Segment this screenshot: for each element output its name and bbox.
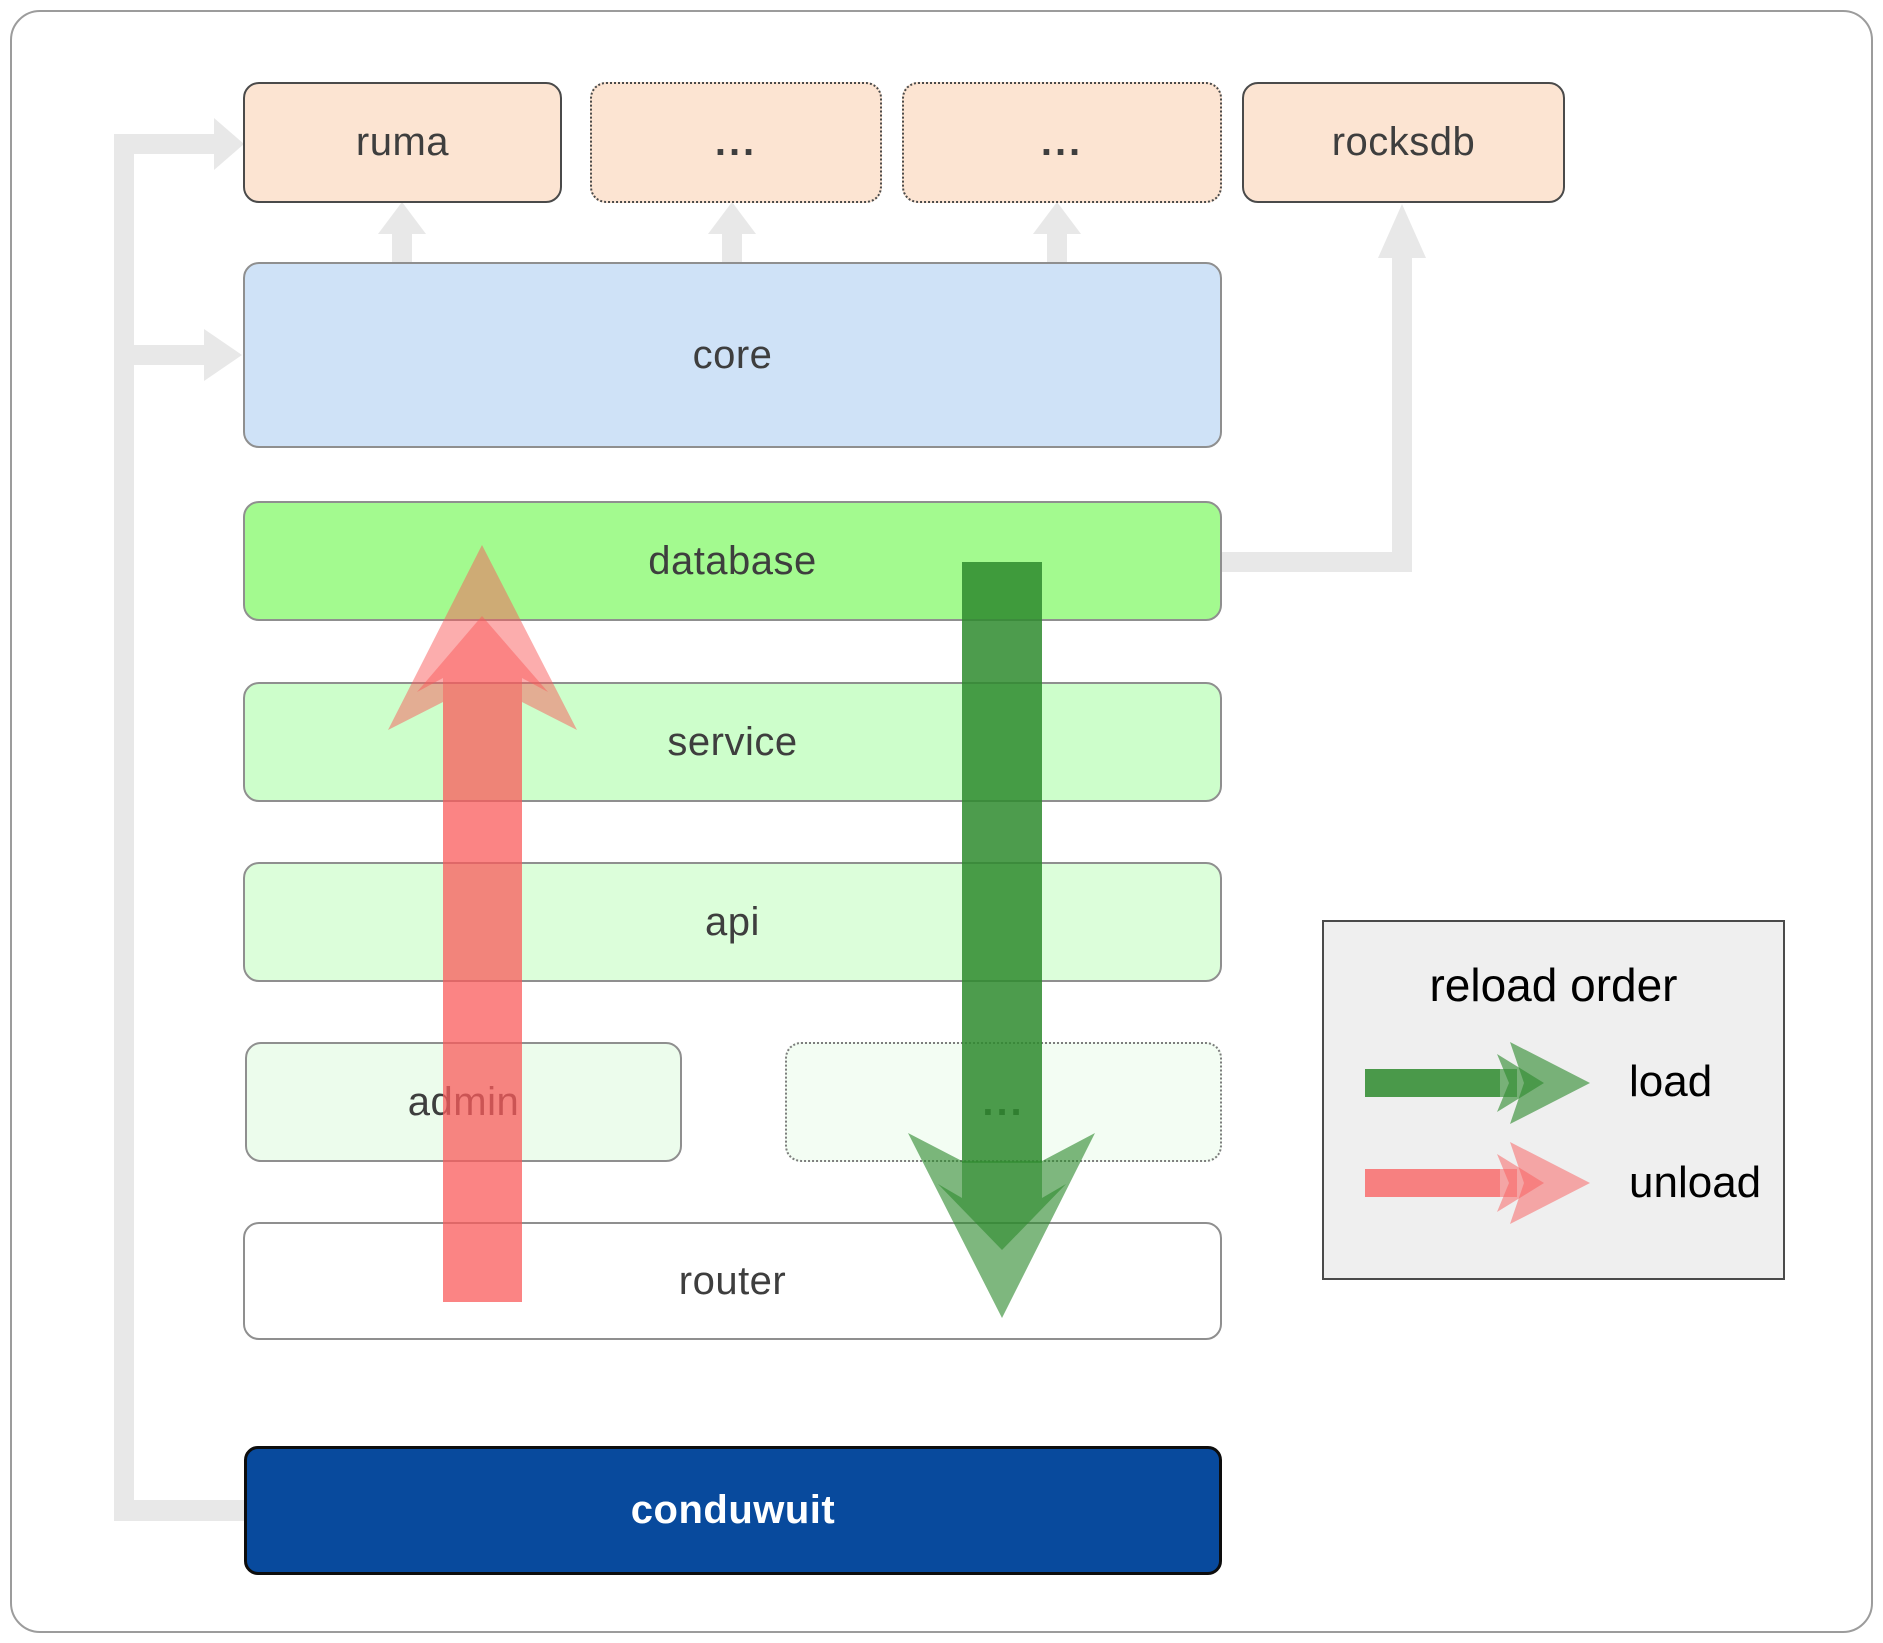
box-ruma: ruma (243, 82, 562, 203)
box-api: api (243, 862, 1222, 982)
box-router-label: router (678, 1258, 787, 1303)
box-rocksdb-label: rocksdb (1331, 120, 1476, 164)
box-admin: admin (245, 1042, 682, 1162)
legend-title: reload order (1429, 959, 1678, 1011)
box-core-label: core (692, 332, 773, 377)
box-core: core (243, 262, 1222, 448)
box-rocksdb: rocksdb (1242, 82, 1565, 203)
legend-unload-label: unload (1629, 1158, 1762, 1207)
box-router: router (243, 1222, 1222, 1340)
box-service: service (243, 682, 1222, 802)
box-admin-label: admin (407, 1079, 520, 1124)
box-dependency-more-1: ... (590, 82, 882, 203)
legend-load-arrow-icon (1365, 1042, 1590, 1124)
box-dependency-more-1-label: ... (714, 120, 758, 164)
box-dependency-more-2-label: ... (1040, 120, 1084, 164)
box-api-label: api (705, 899, 760, 944)
box-database-label: database (648, 538, 817, 583)
canvas-border (10, 10, 1873, 1633)
box-conduwuit-label: conduwuit (630, 1488, 836, 1532)
box-admin-more: ... (785, 1042, 1222, 1162)
legend: reload order load unload (1322, 920, 1785, 1280)
legend-unload-arrow-icon (1365, 1142, 1590, 1224)
legend-load-label: load (1629, 1057, 1713, 1106)
box-admin-more-label: ... (982, 1079, 1025, 1124)
box-service-label: service (667, 719, 798, 764)
box-dependency-more-2: ... (902, 82, 1222, 203)
box-ruma-label: ruma (355, 120, 450, 164)
box-database: database (243, 501, 1222, 621)
box-conduwuit: conduwuit (244, 1446, 1222, 1575)
